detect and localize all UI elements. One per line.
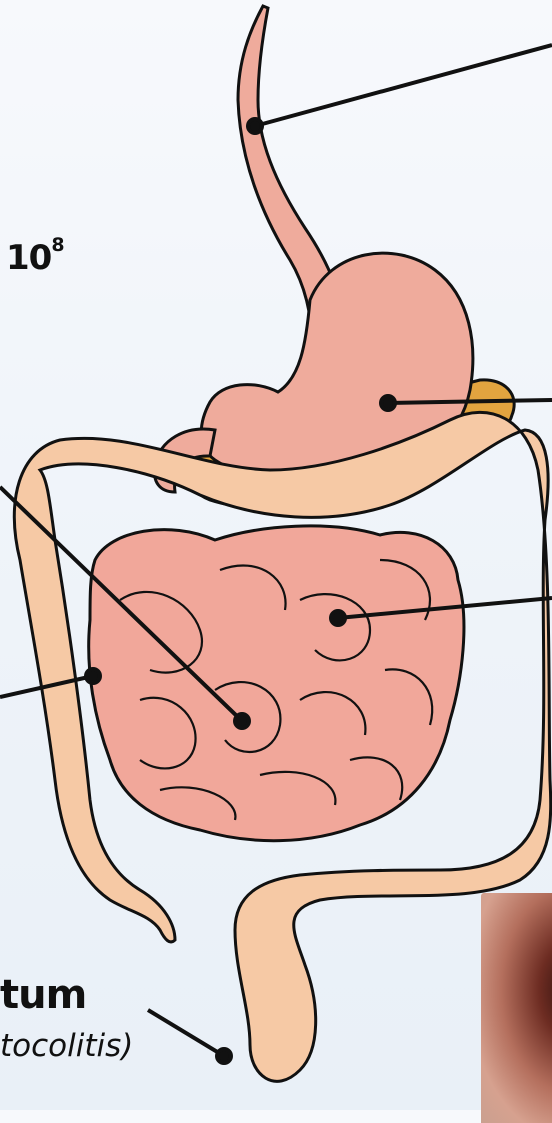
small-intestine	[89, 526, 464, 841]
endoscopy-photo	[481, 893, 552, 1123]
rectum-leader-dot	[217, 1049, 231, 1063]
rectum-label: tum	[0, 972, 86, 1018]
rectum-leader-line	[148, 1010, 224, 1056]
bacterial-count-exponent: 8	[51, 234, 63, 256]
bacterial-count-base: 10	[6, 238, 51, 278]
ileum-leader-dot	[235, 714, 249, 728]
esophagus-leader-dot	[248, 119, 262, 133]
stomach-leader-dot	[381, 396, 395, 410]
bacterial-count-label: 108	[6, 238, 64, 278]
colon-leader-dot	[86, 669, 100, 683]
proctocolitis-label: tocolitis)	[0, 1028, 133, 1064]
esophagus-leader-line	[255, 45, 552, 126]
small-intestine-leader-dot	[331, 611, 345, 625]
